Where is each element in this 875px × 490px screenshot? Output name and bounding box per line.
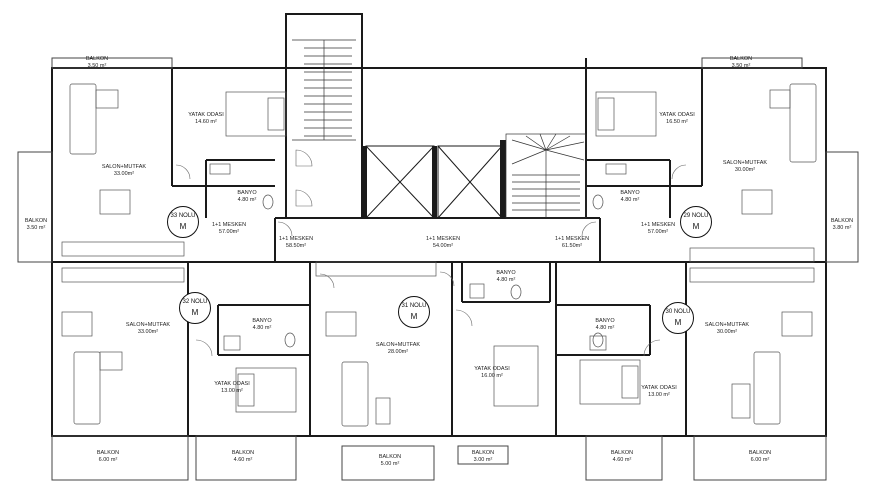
- balcony-side-right: [825, 151, 859, 263]
- sofa: [753, 351, 781, 425]
- balcony-top-right: [701, 57, 803, 69]
- building-outline: [51, 67, 827, 437]
- balcony-bottom-5: [585, 435, 663, 481]
- dining-table: [325, 311, 357, 337]
- bed: [493, 345, 539, 407]
- bed: [595, 91, 657, 137]
- sofa: [73, 351, 101, 425]
- balcony-bottom-4: [457, 445, 509, 465]
- sofa: [341, 361, 369, 427]
- dining-table: [99, 189, 131, 215]
- balcony-side-left: [17, 151, 53, 263]
- kitchen-counter: [61, 241, 185, 257]
- balcony-bottom-6: [693, 435, 827, 481]
- dining-table: [781, 311, 813, 337]
- kitchen-counter: [315, 261, 437, 277]
- dining-table: [741, 189, 773, 215]
- balcony-bottom-1: [51, 435, 189, 481]
- sofa: [69, 83, 97, 155]
- balcony-bottom-3: [341, 445, 435, 481]
- dining-table: [61, 311, 93, 337]
- kitchen-counter: [689, 267, 815, 283]
- kitchen-counter: [61, 267, 185, 283]
- bed: [225, 91, 287, 137]
- stairs-right: [505, 133, 587, 219]
- sofa: [789, 83, 817, 163]
- bed: [579, 359, 641, 405]
- kitchen-counter: [689, 247, 815, 263]
- stairs-left: [292, 39, 356, 141]
- balcony-bottom-2: [195, 435, 297, 481]
- bed: [235, 367, 297, 413]
- balcony-top-left: [51, 57, 173, 69]
